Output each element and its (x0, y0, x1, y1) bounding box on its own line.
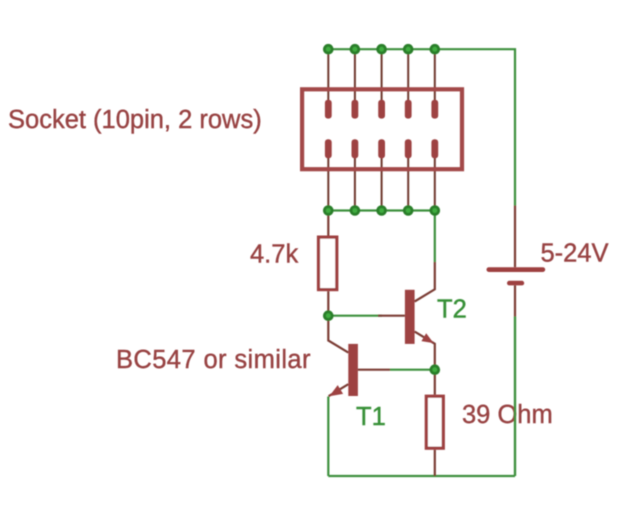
svg-text:4.7k: 4.7k (250, 241, 298, 269)
svg-text:T2: T2 (437, 296, 467, 324)
svg-text:39 Ohm: 39 Ohm (462, 401, 553, 429)
svg-text:BC547 or similar: BC547 or similar (116, 346, 311, 374)
svg-text:Socket (10pin, 2 rows): Socket (10pin, 2 rows) (8, 106, 262, 134)
svg-text:5-24V: 5-24V (541, 240, 609, 268)
svg-text:T1: T1 (356, 403, 386, 431)
